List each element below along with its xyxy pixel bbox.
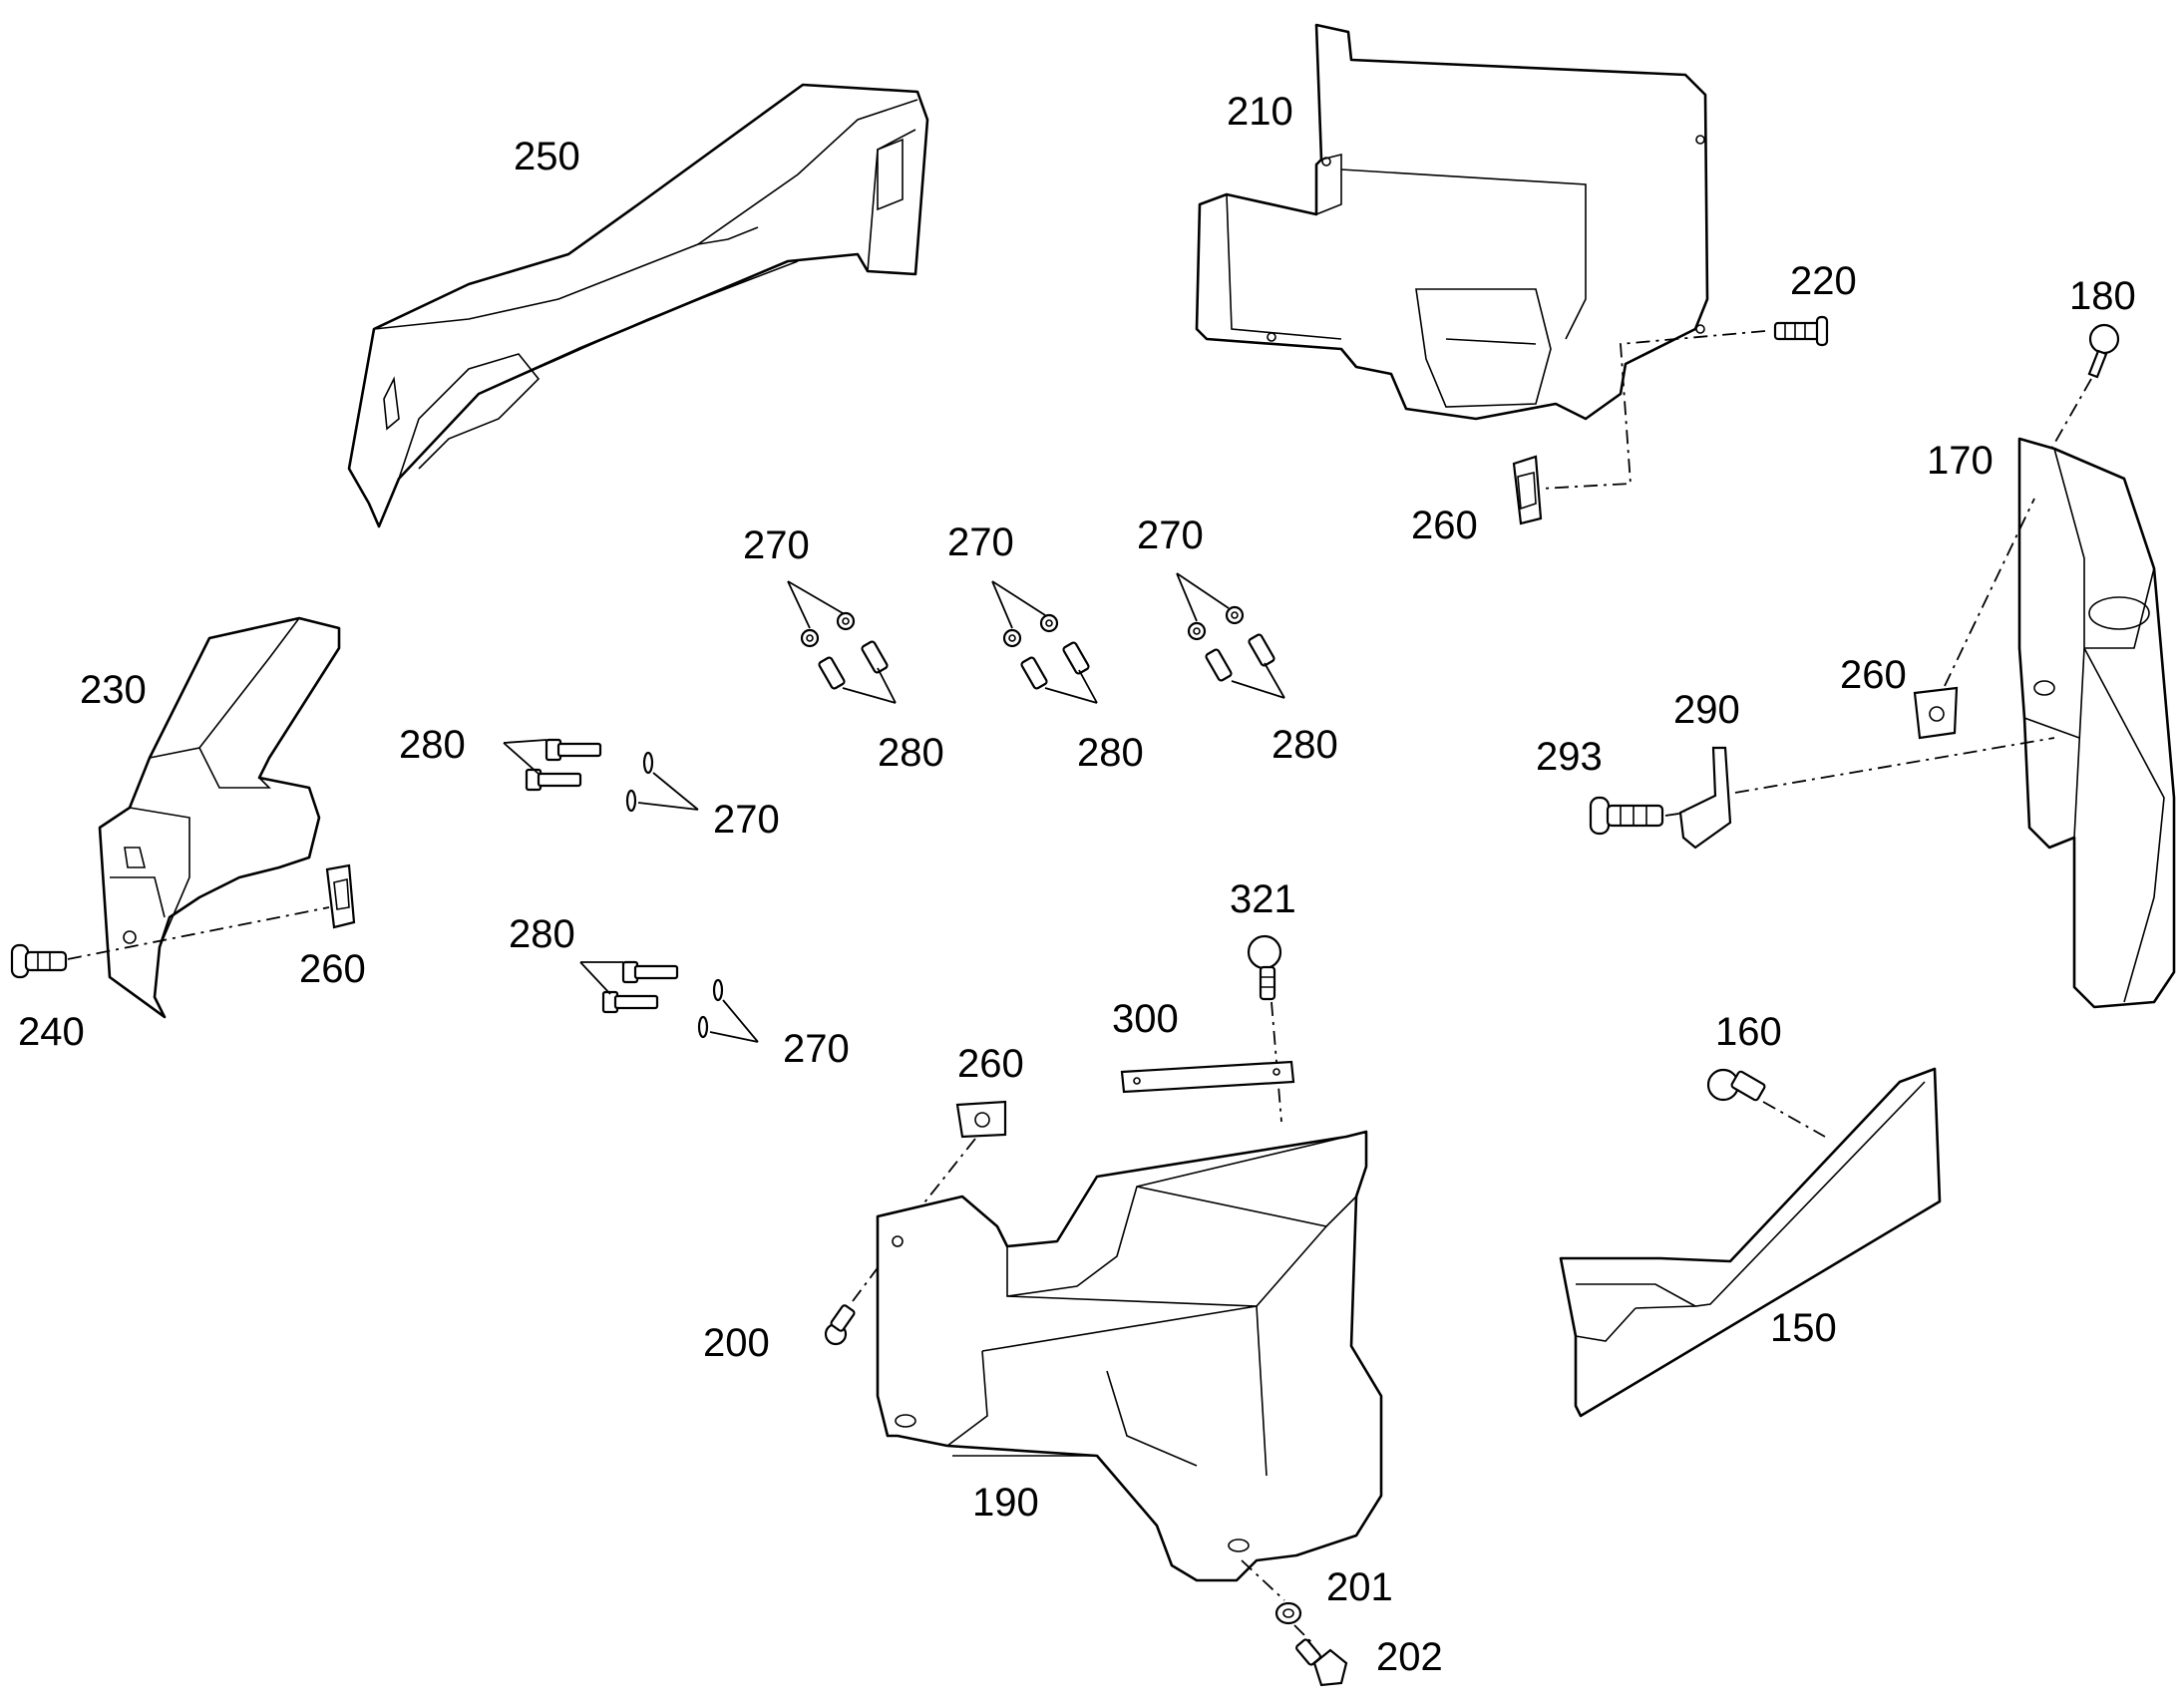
callout-270-left-1: 270 [713,798,780,842]
part-260-clip-mid [955,1100,1007,1139]
callout-280-left-1: 280 [399,723,466,767]
part-240-bolt [10,943,68,979]
callout-300: 300 [1112,997,1179,1041]
callout-290: 290 [1673,688,1740,732]
callout-270-a: 270 [743,523,810,567]
callout-201: 201 [1326,1565,1393,1609]
callout-210: 210 [1227,90,1293,134]
leader-201-202 [1241,1559,1315,1646]
callout-321: 321 [1230,877,1296,921]
part-260-clip-top [1512,455,1543,525]
callout-260-left: 260 [299,947,366,991]
callout-260-mid: 260 [957,1042,1024,1086]
callout-250: 250 [514,135,580,178]
part-321-screw [1247,934,1282,1001]
leader-160 [1762,1101,1826,1138]
part-200-bolt [824,1304,856,1346]
callout-293: 293 [1536,735,1603,779]
callout-190: 190 [972,1481,1039,1525]
part-210-panel [1195,23,1709,421]
callout-160: 160 [1715,1010,1782,1054]
part-180-screw [2087,323,2120,379]
callout-170: 170 [1927,439,1994,483]
part-202-bolt [1295,1638,1348,1687]
callout-280-left-2: 280 [509,912,575,956]
part-260-clip-left [325,863,356,929]
fastener-group-c [1176,572,1285,699]
callout-260-right: 260 [1840,653,1907,697]
leader-260-mid [897,1138,976,1237]
part-300-strip [1120,1060,1295,1094]
leader-220 [1540,330,1766,490]
part-160-bolt [1706,1068,1766,1102]
fastener-group-left-1 [503,738,699,813]
part-293-bolt [1589,796,1664,836]
part-150-panel [1559,1067,1942,1418]
callout-202: 202 [1376,1635,1443,1679]
callout-280-c: 280 [1272,723,1338,767]
part-201-washer [1274,1601,1302,1625]
part-220-screw [1773,315,1829,347]
callout-150: 150 [1770,1306,1837,1350]
fastener-group-a [787,580,897,704]
fastener-group-b [991,580,1098,704]
callout-270-b: 270 [947,520,1014,564]
part-260-clip-right [1913,686,1959,740]
part-190-panel [876,1130,1383,1582]
callout-260-top: 260 [1411,504,1478,547]
fastener-group-left-2 [579,960,759,1043]
callout-180: 180 [2069,274,2136,318]
part-230-panel [98,616,341,1019]
leader-260-right [1944,498,2035,687]
part-170-panel [2017,437,2176,1009]
callout-270-left-2: 270 [783,1027,850,1071]
callout-280-a: 280 [878,731,944,775]
part-250-panel [347,83,929,528]
callout-240: 240 [18,1010,85,1054]
part-290-bracket [1678,746,1732,850]
leader-293 [1664,737,2055,817]
callout-280-b: 280 [1077,731,1144,775]
callout-230: 230 [80,668,147,712]
callout-220: 220 [1790,259,1857,303]
callout-270-c: 270 [1137,513,1204,557]
callout-200: 200 [703,1321,770,1365]
